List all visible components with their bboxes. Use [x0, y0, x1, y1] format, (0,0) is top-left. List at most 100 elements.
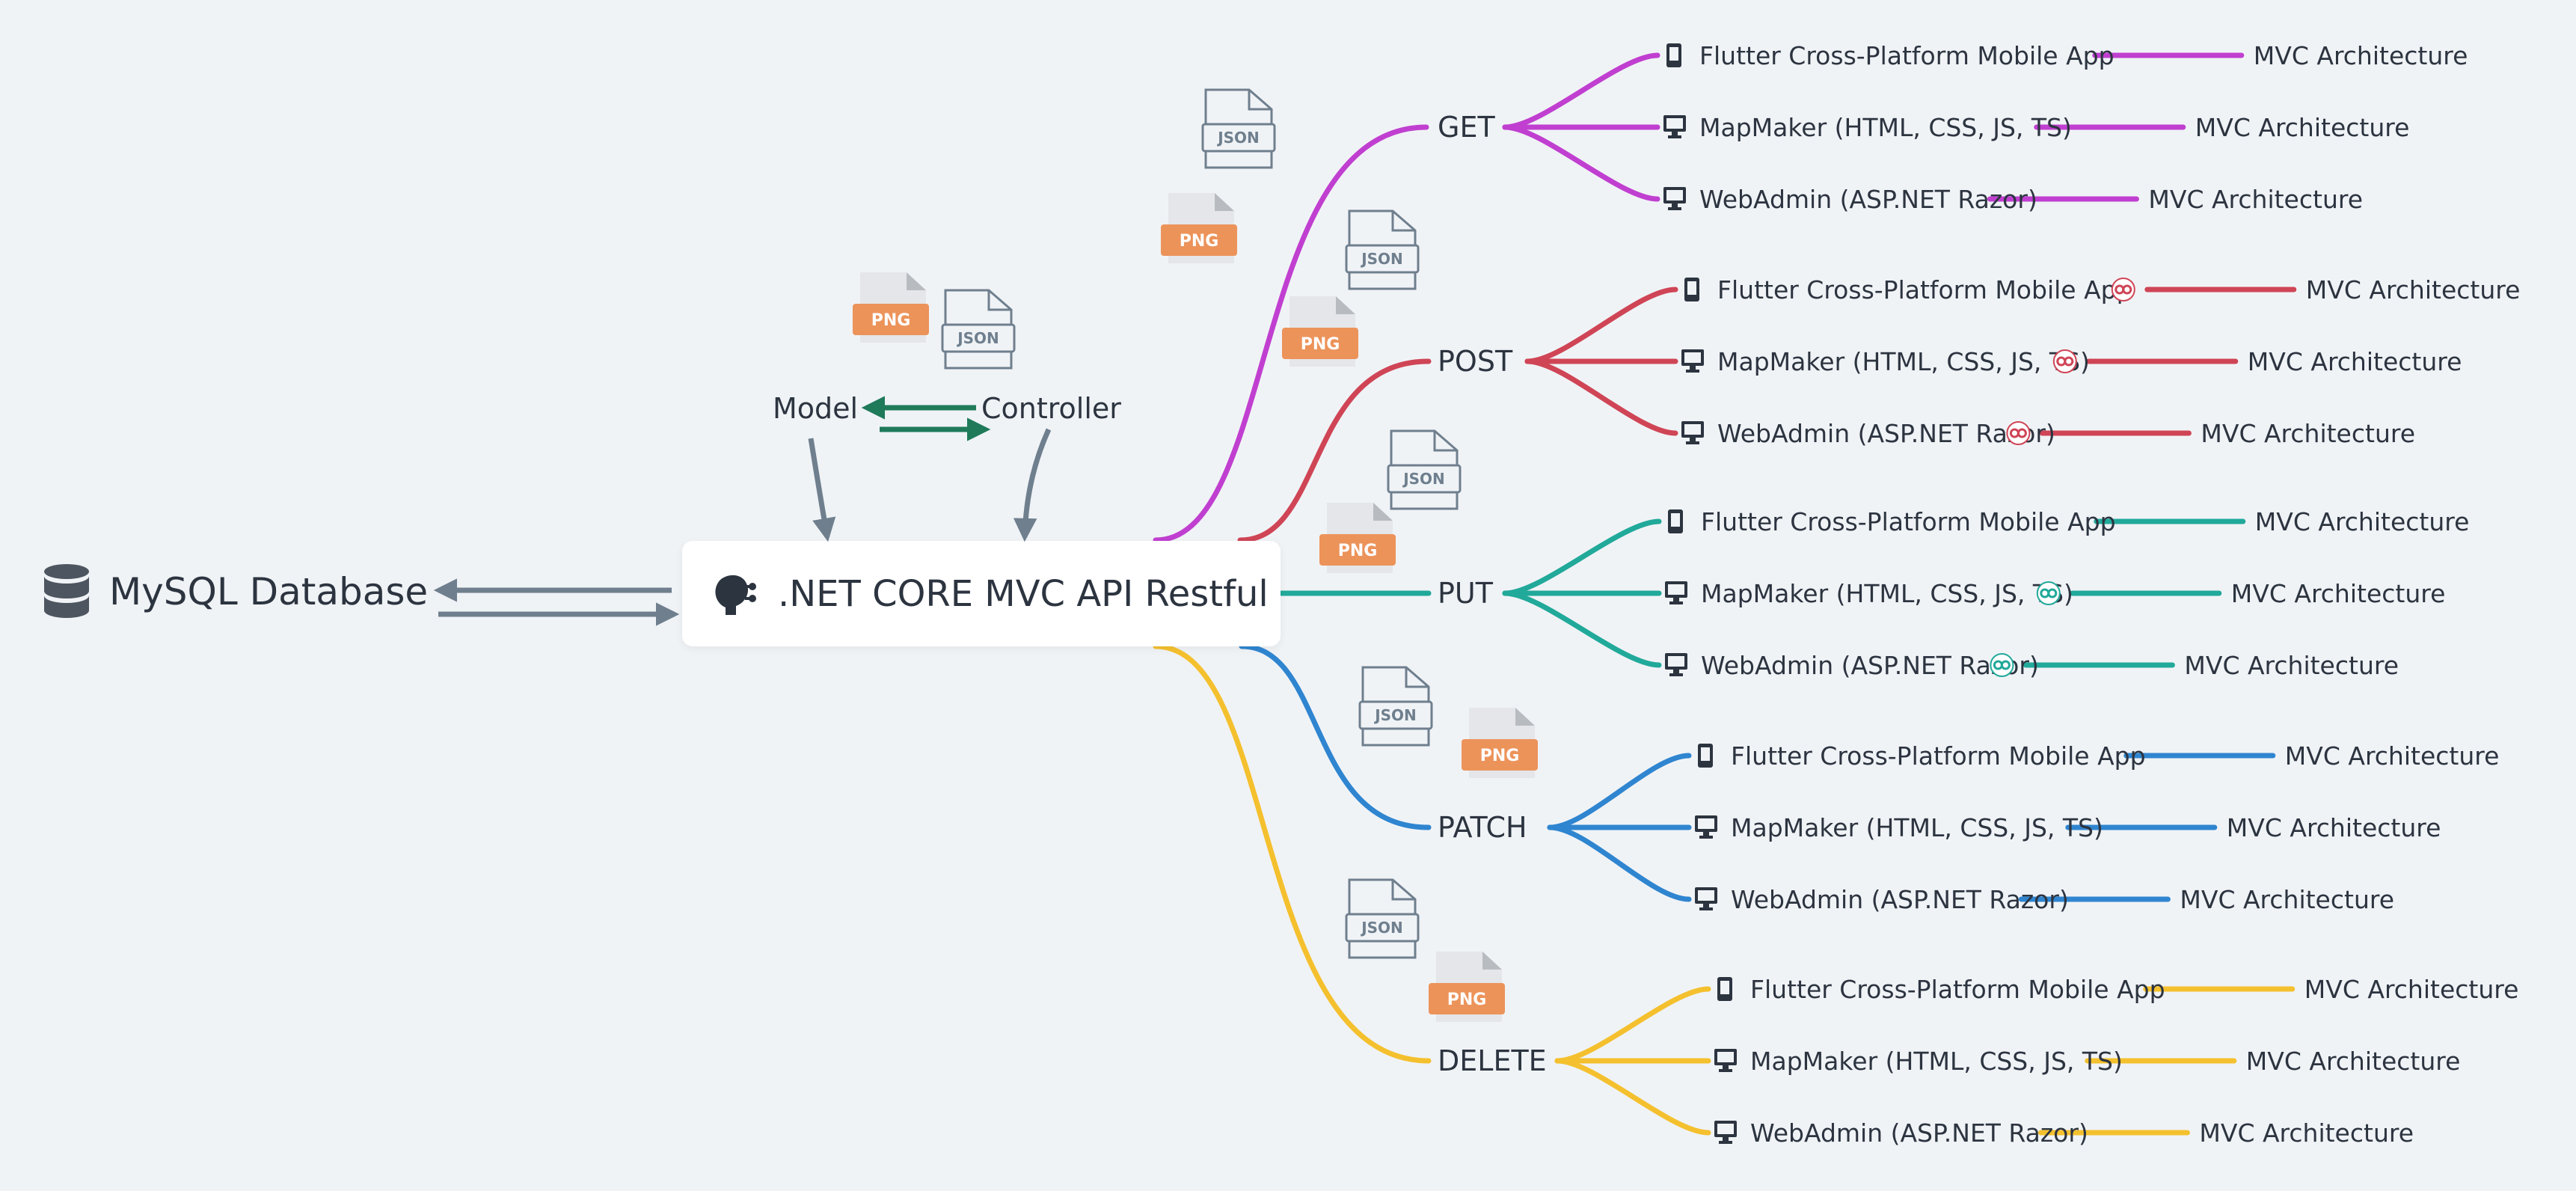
png-badge-label: PNG — [1301, 335, 1340, 354]
client-label[interactable]: WebAdmin (ASP.NET Razor) — [1701, 651, 2039, 680]
method-delete[interactable]: DELETE — [1438, 1044, 1547, 1077]
file-badges: JSON PNG JSON PNG JSON PNG JSON PNG JSON PNG PNG JS… — [853, 88, 1538, 1022]
link-icon[interactable] — [2006, 421, 2031, 445]
png-file-icon: PNG — [1161, 193, 1237, 263]
link-icon[interactable] — [1990, 653, 2014, 677]
monitor-icon — [1695, 815, 1717, 839]
model-label[interactable]: Model — [773, 392, 858, 425]
database-label: MySQL Database — [109, 570, 428, 613]
client-label[interactable]: Flutter Cross-Platform Mobile App — [1699, 41, 2115, 70]
sub-branch — [1554, 1058, 1711, 1136]
client-label[interactable]: MapMaker (HTML, CSS, JS, TS) — [1717, 347, 2090, 376]
mobile-icon — [1717, 977, 1732, 1001]
mvc-cluster: Model Controller — [773, 392, 1121, 542]
client-label[interactable]: Flutter Cross-Platform Mobile App — [1717, 275, 2132, 304]
method-get[interactable]: GET — [1438, 111, 1495, 144]
png-file-icon: PNG — [1462, 708, 1538, 778]
controller-label[interactable]: Controller — [981, 392, 1121, 425]
db-api-arrows — [433, 578, 680, 626]
client-label[interactable]: Flutter Cross-Platform Mobile App — [1731, 741, 2146, 771]
client-label[interactable]: MapMaker (HTML, CSS, JS, TS) — [1701, 579, 2073, 608]
client-label[interactable]: WebAdmin (ASP.NET Razor) — [1699, 185, 2037, 214]
sub-branch — [1502, 52, 1660, 130]
sub-branch — [1524, 287, 1678, 364]
mvc-architecture-label[interactable]: MVC Architecture — [2255, 507, 2470, 536]
json-badge-label: JSON — [1216, 129, 1260, 147]
branch-lines — [1153, 52, 2297, 1136]
mobile-icon — [1668, 509, 1683, 533]
json-badge-label: JSON — [956, 329, 999, 347]
json-file-icon: JSON — [1345, 209, 1420, 290]
mvc-architecture-label[interactable]: MVC Architecture — [2285, 741, 2500, 771]
method-post[interactable]: POST — [1438, 345, 1513, 378]
monitor-icon — [1663, 115, 1686, 138]
mvc-architecture-label[interactable]: MVC Architecture — [2248, 347, 2462, 376]
monitor-icon — [1663, 187, 1686, 210]
png-badge-label: PNG — [1180, 232, 1219, 251]
json-file-icon: JSON — [1345, 878, 1420, 959]
branch-delete — [1153, 643, 1432, 1064]
central-label: .NET CORE MVC API Restful — [778, 573, 1269, 615]
png-file-icon: PNG — [853, 272, 929, 343]
client-label[interactable]: Flutter Cross-Platform Mobile App — [1701, 507, 2116, 536]
mobile-icon — [1684, 278, 1699, 301]
link-icon[interactable] — [2111, 278, 2135, 301]
mvc-architecture-label[interactable]: MVC Architecture — [2195, 113, 2410, 142]
monitor-icon — [1665, 653, 1687, 676]
database-node[interactable]: MySQL Database — [44, 564, 428, 618]
json-badge-label: JSON — [1360, 919, 1403, 937]
api-icon — [715, 575, 756, 615]
link-icon[interactable] — [2052, 349, 2077, 373]
json-file-icon: JSON — [1358, 666, 1433, 747]
method-put[interactable]: PUT — [1438, 577, 1494, 610]
mvc-architecture-label[interactable]: MVC Architecture — [2148, 185, 2363, 214]
monitor-icon — [1714, 1121, 1737, 1144]
png-badge-label: PNG — [1338, 542, 1378, 560]
monitor-icon — [1681, 421, 1704, 444]
mvc-architecture-label[interactable]: MVC Architecture — [2227, 813, 2441, 842]
json-file-icon: JSON — [941, 289, 1016, 370]
central-node[interactable] — [682, 541, 1281, 646]
client-label[interactable]: Flutter Cross-Platform Mobile App — [1750, 975, 2165, 1004]
mvc-architecture-label[interactable]: MVC Architecture — [2231, 579, 2446, 608]
branch-post — [1237, 358, 1432, 543]
link-icon[interactable] — [2036, 581, 2061, 605]
monitor-icon — [1665, 581, 1687, 604]
monitor-icon — [1681, 349, 1704, 373]
monitor-icon — [1714, 1049, 1737, 1072]
client-label[interactable]: MapMaker (HTML, CSS, JS, TS) — [1750, 1047, 2123, 1076]
sub-branch — [1554, 986, 1711, 1064]
method-patch[interactable]: PATCH — [1438, 811, 1527, 844]
mvc-architecture-label[interactable]: MVC Architecture — [2184, 651, 2399, 680]
png-badge-label: PNG — [1480, 747, 1520, 765]
client-label[interactable]: MapMaker (HTML, CSS, JS, TS) — [1699, 113, 2072, 142]
json-badge-label: JSON — [1402, 470, 1445, 488]
mvc-architecture-label[interactable]: MVC Architecture — [2199, 1118, 2414, 1148]
mvc-architecture-label[interactable]: MVC Architecture — [2254, 41, 2468, 70]
sub-branch — [1502, 124, 1660, 202]
database-icon — [44, 564, 89, 618]
client-label[interactable]: WebAdmin (ASP.NET Razor) — [1731, 885, 2069, 914]
sub-branch — [1547, 753, 1692, 830]
sub-branch — [1547, 824, 1692, 902]
model-to-api-arrow — [808, 438, 836, 542]
branch-get — [1153, 124, 1429, 543]
mvc-architecture-label[interactable]: MVC Architecture — [2180, 885, 2394, 914]
client-label[interactable]: MapMaker (HTML, CSS, JS, TS) — [1731, 813, 2103, 842]
mvc-architecture-label[interactable]: MVC Architecture — [2304, 975, 2519, 1004]
json-badge-label: JSON — [1360, 250, 1403, 268]
png-badge-label: PNG — [871, 311, 911, 330]
client-label[interactable]: WebAdmin (ASP.NET Razor) — [1717, 419, 2055, 448]
mvc-architecture-label[interactable]: MVC Architecture — [2306, 275, 2521, 304]
png-file-icon: PNG — [1429, 952, 1505, 1022]
mvc-architecture-label[interactable]: MVC Architecture — [2246, 1047, 2461, 1076]
client-label[interactable]: WebAdmin (ASP.NET Razor) — [1750, 1118, 2088, 1148]
png-badge-label: PNG — [1447, 991, 1487, 1009]
branch-patch — [1239, 643, 1432, 830]
mvc-architecture-label[interactable]: MVC Architecture — [2201, 419, 2415, 448]
png-file-icon: PNG — [1282, 296, 1358, 367]
mobile-icon — [1666, 43, 1681, 67]
